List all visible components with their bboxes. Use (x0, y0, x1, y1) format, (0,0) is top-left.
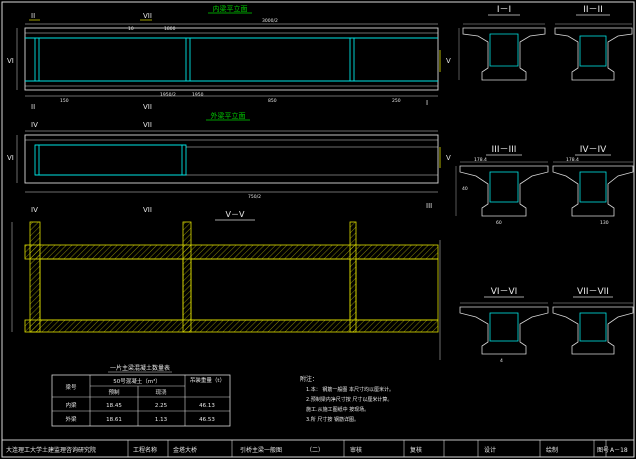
notes-block: 附注： 1.本： 钢筋一般图 本尺寸均以厘米计。 2.预制梁内净尺寸按 尺寸以厘… (300, 375, 394, 423)
svg-text:1800: 1800 (164, 26, 176, 32)
quantity-row-1-castinplace: 1.13 (155, 417, 168, 423)
inner-mark-bot-left: II (31, 103, 35, 111)
note-line-2: 2.预制梁内净尺寸按 尺寸以厘米计算。 (306, 396, 392, 403)
svg-text:VII－VII: VII－VII (577, 287, 609, 297)
quantity-table-header-label: 梁号 (65, 383, 77, 391)
quantity-table-title: 一片主梁混凝土数量表 (110, 364, 170, 372)
svg-text:1950/2: 1950/2 (160, 92, 176, 98)
note-line-4: 3.所 尺寸按 钢筋详图。 (306, 416, 359, 423)
quantity-table-weight-header: 吊装重量（t） (189, 378, 226, 384)
title-block-sheet: A－18 (610, 447, 628, 454)
inner-mark-top-left: II (31, 12, 35, 20)
outer-mark-bot-right: III (426, 202, 432, 210)
svg-text:1950: 1950 (192, 92, 204, 98)
inner-mark-top-vii: VII (143, 12, 152, 20)
quantity-row-1-label: 外梁 (65, 415, 77, 423)
outer-mark-bot-left: IV (31, 206, 38, 214)
inner-mark-left-vi: VI (7, 57, 14, 65)
outer-beam-title: 外梁平立面 (211, 111, 246, 120)
section-vv-title: V－V (226, 210, 245, 219)
quantity-table-concrete-header: 50号混凝土（m³） (113, 377, 161, 385)
inner-mark-bot-right: I (426, 99, 428, 107)
title-block-part: （二） (306, 447, 324, 454)
svg-text:40: 40 (462, 186, 468, 192)
svg-text:I－I: I－I (497, 5, 511, 15)
quantity-row-0-label: 内梁 (65, 401, 77, 409)
section-i-view: I－I (458, 5, 546, 81)
quantity-table-sub-header-0: 预制 (108, 388, 120, 396)
section-vi-view: VI－VI 4 (459, 287, 549, 364)
notes-title: 附注： (300, 375, 318, 383)
svg-text:VI－VI: VI－VI (491, 287, 518, 297)
quantity-table: 一片主梁混凝土数量表 梁号 50号混凝土（m³） 预制 现浇 吊装重量（t） 内… (51, 364, 231, 427)
svg-text:178.4: 178.4 (566, 157, 579, 163)
outer-beam-plan-view: 外梁平立面 IV VII VI V IV VII III 750/2 (7, 111, 451, 214)
outer-mark-right-v: V (446, 154, 451, 162)
title-block: 大连理工大学土建监理咨询研究院 工程名称 金塔大桥 引桥主梁一般图 （二） 审核… (1, 439, 635, 458)
svg-text:150: 150 (60, 98, 69, 104)
quantity-row-1-weight: 46.53 (199, 417, 215, 423)
svg-text:10: 10 (128, 26, 134, 32)
quantity-row-0-castinplace: 2.25 (155, 403, 168, 409)
outer-mark-top-left: IV (31, 121, 38, 129)
quantity-row-1-precast: 18.61 (106, 417, 122, 423)
note-line-3: 施工.从施工图纸中 按现场。 (306, 406, 369, 413)
section-iv-view: IV－IV 178.4 130 (552, 145, 634, 226)
section-vii-view: VII－VII (552, 287, 634, 355)
section-ii-view: II－II (554, 5, 633, 81)
title-block-review: 审核 (350, 446, 362, 454)
svg-text:750/2: 750/2 (248, 194, 261, 200)
outer-mark-bot-vii: VII (143, 206, 152, 214)
title-block-drawing-title: 引桥主梁一般图 (240, 446, 282, 454)
section-iii-view: III－III 178.4 40 60 (455, 145, 549, 226)
title-block-design: 设计 (484, 446, 496, 454)
quantity-table-sub-header-1: 现浇 (155, 388, 167, 396)
svg-text:III－III: III－III (492, 145, 517, 155)
outer-mark-left-vi: VI (7, 154, 14, 162)
inner-mark-right-v: V (446, 57, 451, 65)
svg-text:3000/2: 3000/2 (262, 18, 278, 24)
quantity-row-0-weight: 46.13 (199, 403, 215, 409)
quantity-row-0-precast: 18.45 (106, 403, 122, 409)
title-block-institute: 大连理工大学土建监理咨询研究院 (6, 446, 96, 454)
note-line-1: 1.本： 钢筋一般图 本尺寸均以厘米计。 (306, 386, 394, 393)
svg-text:130: 130 (600, 220, 609, 226)
svg-text:60: 60 (496, 220, 502, 226)
inner-beam-plan-view: 内梁平立面 II VII VI V II VII I 3000/2 10 180… (7, 4, 451, 111)
inner-mark-bot-vii: VII (143, 103, 152, 111)
svg-text:4: 4 (500, 358, 503, 364)
title-block-sheet-label: 图号 (597, 447, 609, 454)
title-block-project: 金塔大桥 (173, 446, 197, 454)
title-block-draw: 绘制 (546, 446, 558, 454)
inner-beam-title: 内梁平立面 (213, 4, 248, 13)
outer-mark-top-vii: VII (143, 121, 152, 129)
svg-text:178.4: 178.4 (474, 157, 487, 163)
section-vv-view: V－V (11, 210, 441, 360)
title-block-project-label: 工程名称 (133, 446, 157, 454)
svg-text:250: 250 (392, 98, 401, 104)
title-block-check: 复核 (410, 446, 422, 454)
svg-text:IV－IV: IV－IV (580, 145, 607, 155)
svg-text:II－II: II－II (583, 5, 603, 15)
svg-text:850: 850 (268, 98, 277, 104)
